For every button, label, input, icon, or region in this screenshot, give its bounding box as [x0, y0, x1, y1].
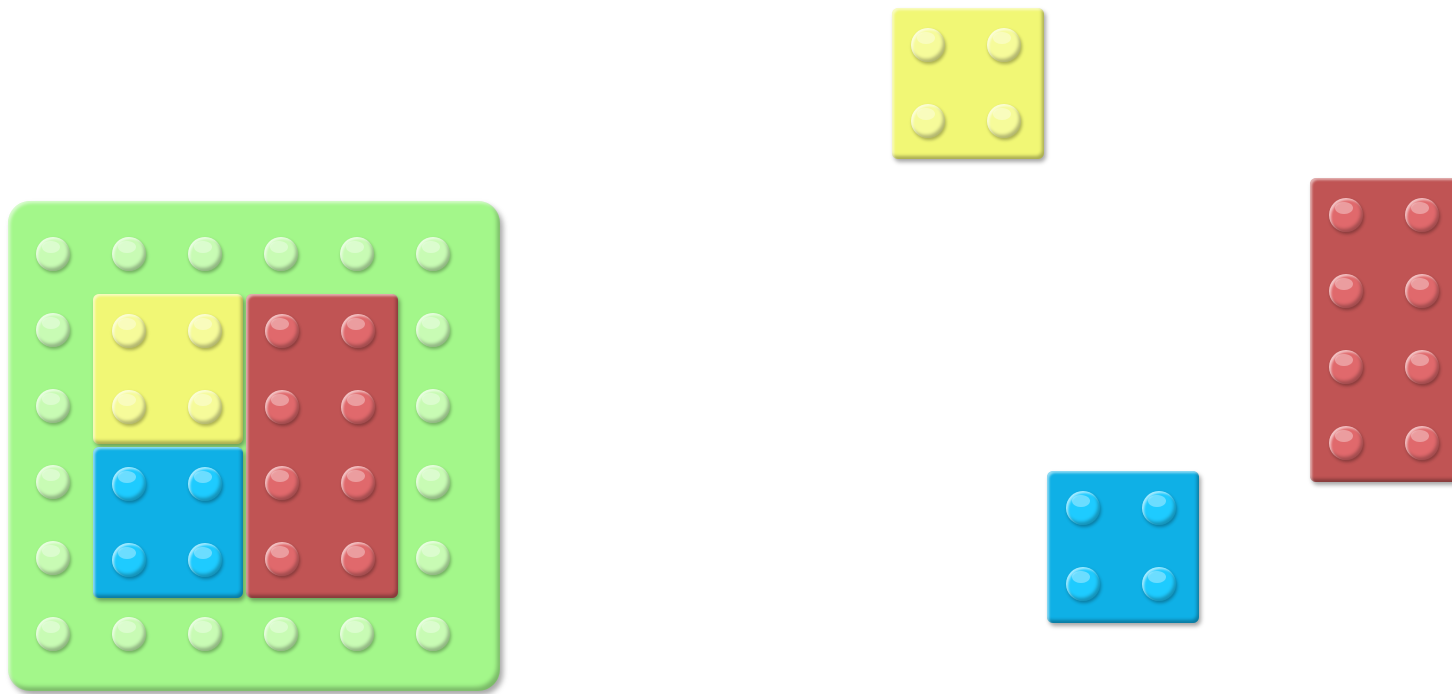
- stud: [416, 617, 450, 651]
- stud: [1142, 491, 1176, 525]
- blue-2x2-brick-placed[interactable]: [93, 447, 243, 598]
- yellow-2x2-brick-loose[interactable]: [892, 8, 1044, 159]
- stud: [112, 390, 146, 424]
- stud: [1329, 198, 1363, 232]
- stud: [188, 390, 222, 424]
- stud: [1329, 350, 1363, 384]
- stud: [265, 314, 299, 348]
- stud: [1329, 426, 1363, 460]
- stud: [112, 617, 146, 651]
- stud: [36, 237, 70, 271]
- stud: [341, 314, 375, 348]
- stud: [112, 237, 146, 271]
- stud: [188, 237, 222, 271]
- stud: [987, 104, 1021, 138]
- stud: [1405, 350, 1439, 384]
- stud: [188, 617, 222, 651]
- stud: [1142, 567, 1176, 601]
- stud: [265, 542, 299, 576]
- stud: [36, 541, 70, 575]
- stud: [911, 28, 945, 62]
- stud: [265, 390, 299, 424]
- stud: [188, 314, 222, 348]
- yellow-2x2-brick-placed[interactable]: [93, 294, 243, 444]
- stud: [341, 542, 375, 576]
- stud: [188, 543, 222, 577]
- stud: [264, 617, 298, 651]
- stud: [987, 28, 1021, 62]
- stud: [340, 617, 374, 651]
- stud: [188, 467, 222, 501]
- stud: [36, 389, 70, 423]
- stud: [1405, 274, 1439, 308]
- stud: [264, 237, 298, 271]
- stud: [36, 617, 70, 651]
- stud: [911, 104, 945, 138]
- stud: [416, 465, 450, 499]
- stud: [340, 237, 374, 271]
- stud: [36, 465, 70, 499]
- stud: [416, 237, 450, 271]
- red-2x4-brick-loose[interactable]: [1310, 178, 1452, 482]
- stud: [1066, 491, 1100, 525]
- stud: [1066, 567, 1100, 601]
- stud: [341, 466, 375, 500]
- stud: [1405, 426, 1439, 460]
- stud: [36, 313, 70, 347]
- stud: [1329, 274, 1363, 308]
- stud: [112, 314, 146, 348]
- stud: [265, 466, 299, 500]
- stud: [1405, 198, 1439, 232]
- stud: [112, 543, 146, 577]
- stud: [416, 389, 450, 423]
- stud: [416, 541, 450, 575]
- stud: [112, 467, 146, 501]
- stud: [416, 313, 450, 347]
- blue-2x2-brick-loose[interactable]: [1047, 471, 1199, 623]
- stud: [341, 390, 375, 424]
- red-2x4-brick-placed[interactable]: [246, 294, 398, 598]
